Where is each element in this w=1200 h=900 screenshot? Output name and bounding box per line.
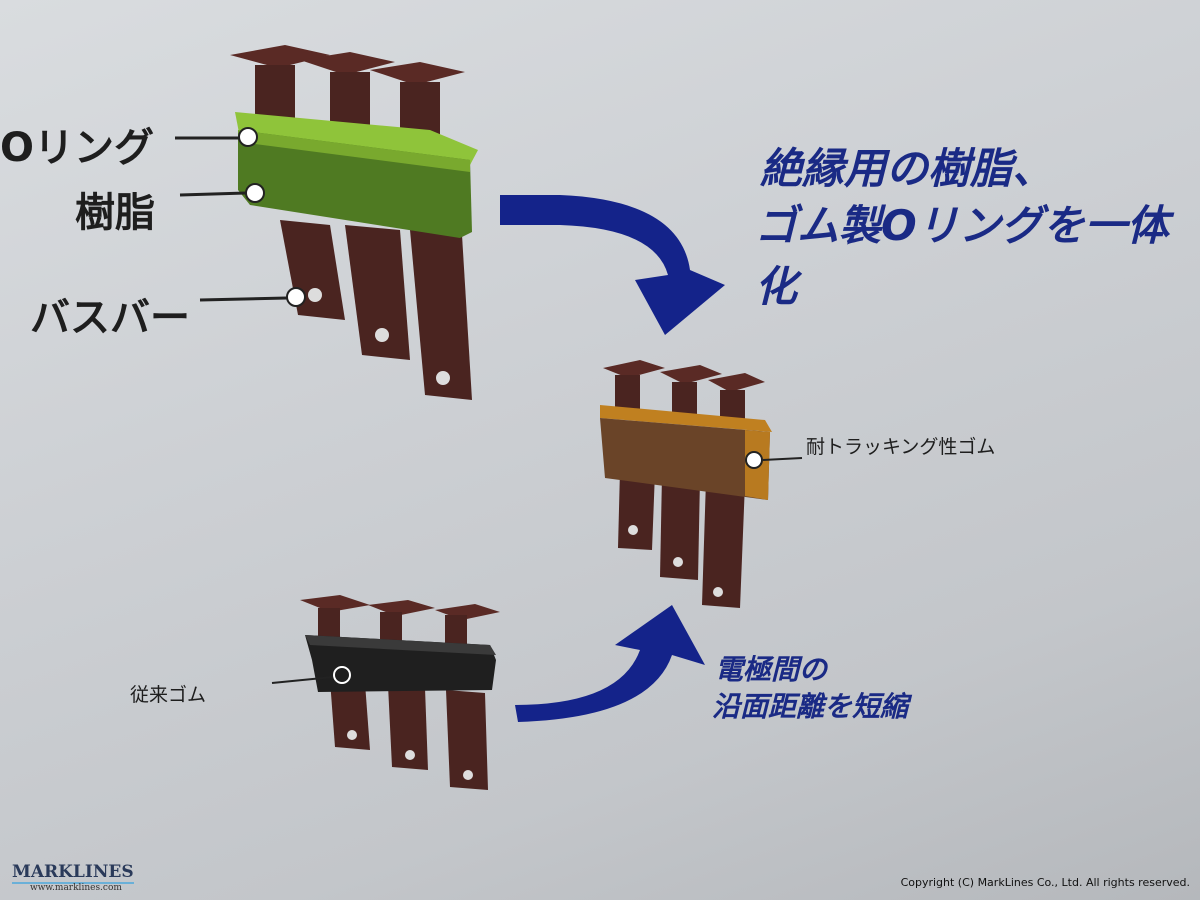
label-busbar: バスバー — [30, 295, 190, 341]
marklines-url: www.marklines.com — [30, 883, 122, 893]
shorten-arrow — [515, 605, 705, 722]
tracking-rubber-block — [600, 418, 770, 500]
headline-line2: ゴム製Oリングを一体化 — [755, 201, 1169, 311]
new-component — [600, 360, 803, 608]
caption-line1: 電極間の — [715, 653, 828, 686]
label-conventional-rubber: 従来ゴム — [130, 684, 207, 706]
copyright-text: Copyright (C) MarkLines Co., Ltd. All ri… — [900, 876, 1190, 889]
caption-line2: 沿面距離を短縮 — [712, 690, 909, 723]
label-o-ring: Oリング — [0, 125, 155, 171]
label-tracking-rubber: 耐トラッキング性ゴム — [806, 436, 996, 458]
conventional-component — [271, 595, 500, 790]
busbar-tabs — [230, 45, 465, 137]
label-resin: 樹脂 — [75, 190, 155, 236]
headline-line1: 絶縁用の樹脂、 — [760, 144, 1055, 193]
original-component — [175, 45, 478, 400]
o-ring — [235, 112, 478, 165]
integration-arrow — [500, 195, 725, 335]
marklines-logo: MARKLINES — [12, 862, 134, 884]
